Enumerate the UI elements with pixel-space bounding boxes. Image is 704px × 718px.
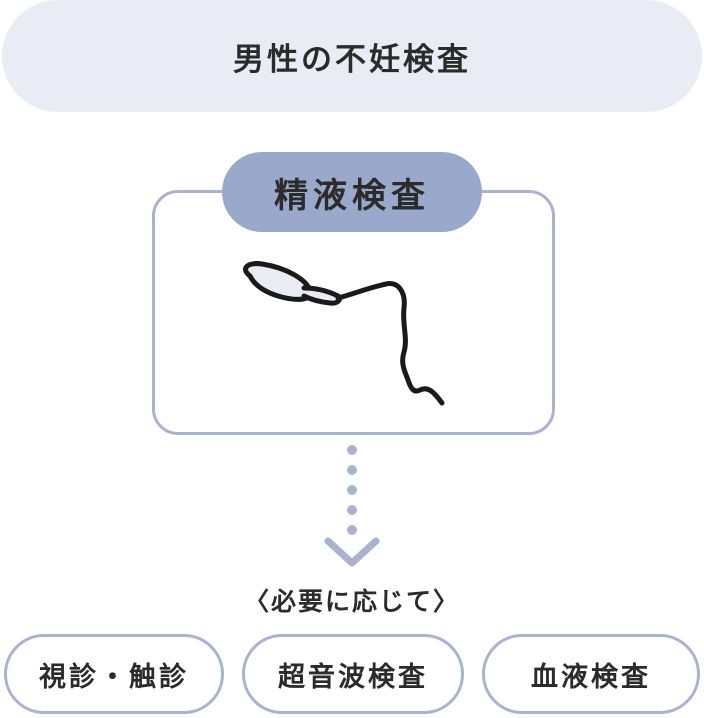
dotted-down-arrow-icon (324, 445, 380, 567)
header-banner: 男性の不妊検査 (2, 0, 702, 112)
option-label: 視診・触診 (39, 661, 189, 693)
conditional-note: 〈必要に応じて〉 (243, 587, 460, 616)
sperm-icon (243, 261, 445, 406)
option-label: 超音波検査 (278, 661, 428, 693)
option-visual-palpation: 視診・触診 (4, 634, 224, 714)
option-ultrasound: 超音波検査 (242, 634, 464, 714)
main-test-label: 精液検査 (274, 175, 430, 216)
main-test-badge: 精液検査 (222, 152, 482, 232)
option-label: 血液検査 (531, 661, 651, 693)
option-blood-test: 血液検査 (482, 634, 700, 714)
page-title: 男性の不妊検査 (233, 41, 471, 78)
